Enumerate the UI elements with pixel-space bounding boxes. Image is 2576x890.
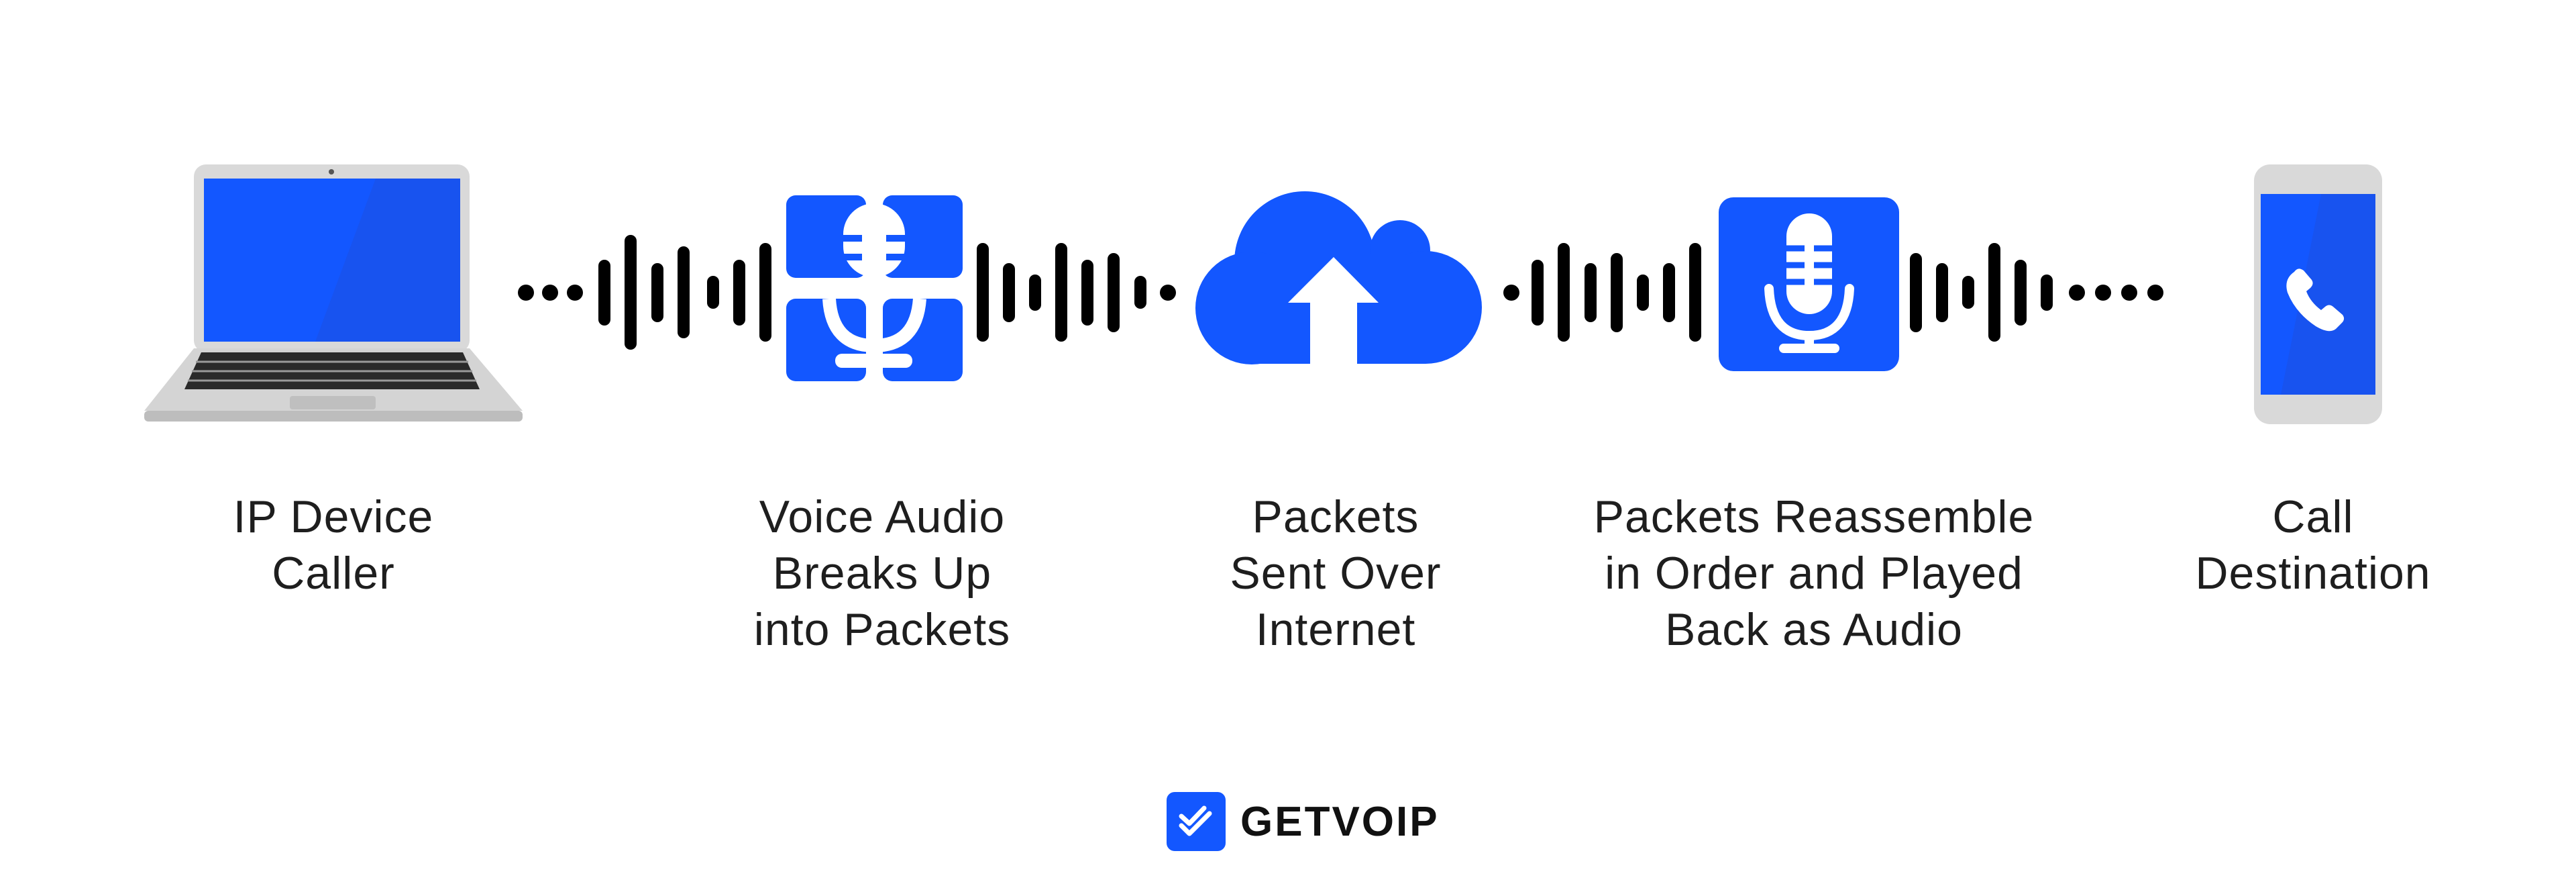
label-line: Packets Reassemble	[1593, 491, 2035, 542]
double-check-icon	[1167, 792, 1226, 851]
step-label-call-destination: Call Destination	[2045, 489, 2576, 601]
getvoip-logo: GETVOIP	[1167, 792, 1440, 851]
step-label-packets-reassemble: Packets Reassemble in Order and Played B…	[1546, 489, 2082, 658]
audio-wave-2	[977, 243, 1176, 342]
audio-wave-4	[1910, 243, 2163, 342]
cloud-upload-icon	[1195, 191, 1482, 366]
label-line: Caller	[272, 548, 395, 599]
label-line: Voice Audio	[759, 491, 1006, 542]
microphone-packets-icon	[786, 195, 963, 381]
step-label-ip-device-caller: IP Device Caller	[65, 489, 602, 601]
label-line: Call	[2272, 491, 2354, 542]
label-line: IP Device	[233, 491, 434, 542]
label-line: Packets	[1252, 491, 1419, 542]
label-line: Internet	[1255, 604, 1416, 655]
label-line: Destination	[2195, 548, 2431, 599]
label-line: Breaks Up	[772, 548, 992, 599]
microphone-icon	[1719, 197, 1899, 371]
smartphone-call-icon	[2254, 164, 2382, 424]
label-line: Sent Over	[1230, 548, 1442, 599]
laptop-icon	[144, 164, 523, 422]
audio-wave-1	[518, 235, 771, 350]
label-line: in Order and Played	[1605, 548, 2023, 599]
label-line: Back as Audio	[1665, 604, 1963, 655]
step-label-voice-audio: Voice Audio Breaks Up into Packets	[614, 489, 1150, 658]
brand-name: GETVOIP	[1240, 798, 1440, 845]
audio-wave-3	[1503, 243, 1701, 342]
step-label-packets-sent: Packets Sent Over Internet	[1067, 489, 1604, 658]
label-line: into Packets	[753, 604, 1011, 655]
